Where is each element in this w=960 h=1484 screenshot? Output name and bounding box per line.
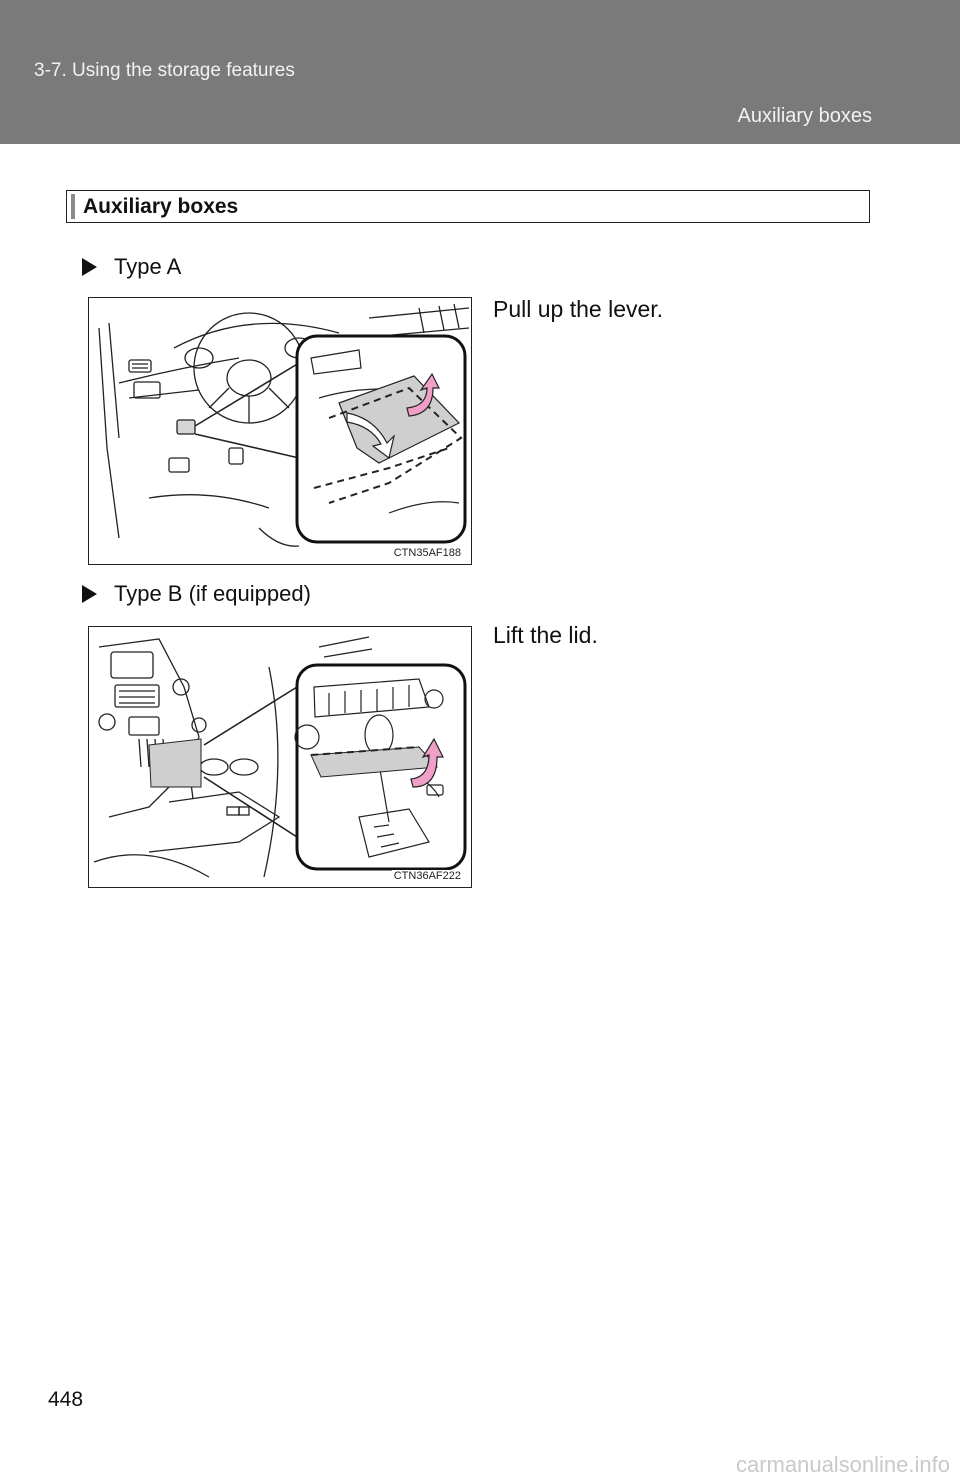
instruction-type-a: Pull up the lever. bbox=[493, 296, 664, 322]
watermark: carmanualsonline.info bbox=[735, 1452, 950, 1477]
bullet-arrow-icon bbox=[82, 585, 97, 603]
type-a-label: Type A bbox=[82, 254, 181, 280]
bullet-arrow-icon bbox=[82, 258, 97, 276]
dashboard-glovebox-illustration bbox=[98, 303, 470, 547]
page-number: 448 bbox=[48, 1388, 84, 1411]
center-console-illustration bbox=[93, 636, 467, 878]
figure-code-a: CTN35AF188 bbox=[391, 547, 463, 559]
figure-code-b: CTN36AF222 bbox=[391, 870, 463, 882]
type-b-label: Type B (if equipped) bbox=[82, 581, 311, 607]
section-breadcrumb: 3-7. Using the storage features bbox=[34, 60, 295, 81]
instruction-type-b: Lift the lid. bbox=[493, 622, 598, 648]
page-header: 3-7. Using the storage features Auxiliar… bbox=[0, 0, 960, 144]
title-accent-bar bbox=[71, 194, 75, 219]
subsection-title: Auxiliary boxes bbox=[737, 105, 872, 127]
type-a-text: Type A bbox=[114, 254, 182, 279]
section-title: Auxiliary boxes bbox=[83, 195, 239, 218]
type-b-text: Type B (if equipped) bbox=[114, 581, 311, 606]
figure-type-b: CTN36AF222 bbox=[88, 626, 472, 888]
figure-type-a: CTN35AF188 bbox=[88, 297, 472, 565]
section-title-box: Auxiliary boxes bbox=[66, 190, 870, 223]
